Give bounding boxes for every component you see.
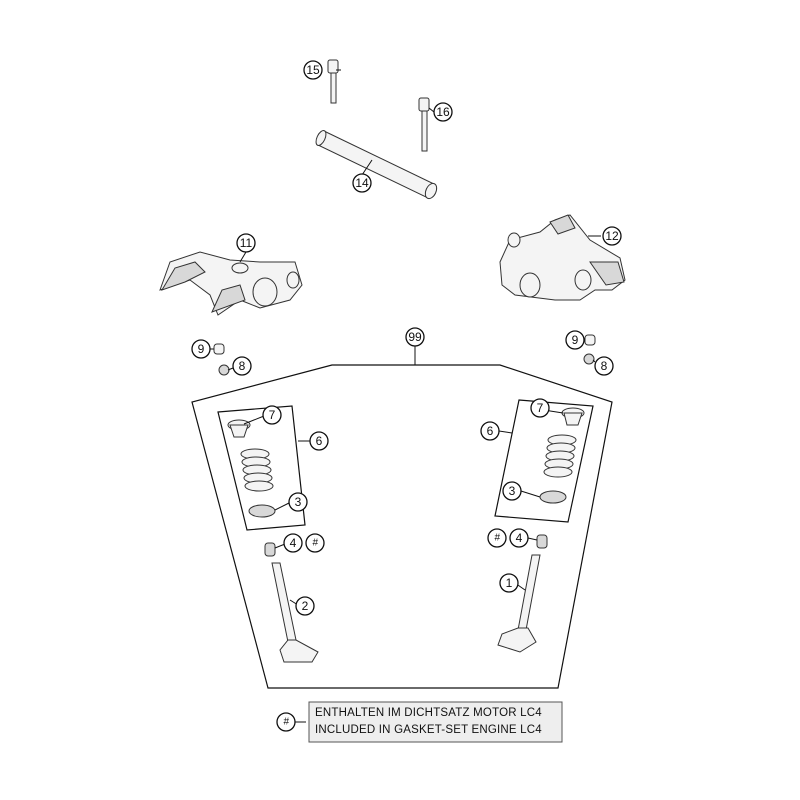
valve-stem-seal-4-right bbox=[536, 534, 548, 549]
svg-text:99: 99 bbox=[408, 330, 422, 344]
callout-15: 15 bbox=[303, 60, 323, 80]
callout-12: 12 bbox=[602, 226, 622, 246]
svg-text:9: 9 bbox=[572, 333, 579, 347]
callout-8-right: 8 bbox=[594, 356, 614, 376]
callout-7-left: 7 bbox=[262, 405, 282, 425]
spring-kit-box-right bbox=[494, 399, 594, 523]
callout-16: 16 bbox=[433, 102, 453, 122]
valve-1 bbox=[497, 554, 541, 653]
svg-text:12: 12 bbox=[605, 229, 619, 243]
callout-99: 99 bbox=[405, 327, 425, 347]
legend-symbol: # bbox=[276, 712, 296, 732]
callout-1: 1 bbox=[499, 573, 519, 593]
svg-text:4: 4 bbox=[516, 531, 523, 545]
valve-2 bbox=[271, 562, 319, 663]
nut-8-left bbox=[218, 364, 230, 376]
legend-box bbox=[308, 701, 563, 743]
callout-2: 2 bbox=[295, 596, 315, 616]
legend-line-2: INCLUDED IN GASKET-SET ENGINE LC4 bbox=[315, 724, 542, 736]
svg-text:9: 9 bbox=[198, 342, 205, 356]
svg-text:14: 14 bbox=[355, 176, 369, 190]
svg-text:6: 6 bbox=[316, 434, 323, 448]
svg-text:15: 15 bbox=[306, 63, 320, 77]
legend-line-1: ENTHALTEN IM DICHTSATZ MOTOR LC4 bbox=[315, 707, 542, 719]
adjuster-9-left bbox=[213, 343, 225, 355]
screw-15 bbox=[327, 59, 339, 104]
svg-text:8: 8 bbox=[239, 359, 246, 373]
svg-text:3: 3 bbox=[295, 495, 302, 509]
svg-text:#: # bbox=[312, 538, 318, 549]
callout-7-right: 7 bbox=[530, 398, 550, 418]
valve-stem-seal-4-left bbox=[264, 542, 276, 557]
rocker-shaft-14 bbox=[315, 130, 438, 200]
nut-8-right bbox=[583, 353, 595, 365]
callout-4-left: 4 bbox=[283, 533, 303, 553]
callout-11: 11 bbox=[236, 233, 256, 253]
callout-6-left: 6 bbox=[309, 431, 329, 451]
svg-text:16: 16 bbox=[436, 105, 450, 119]
adjuster-9-right bbox=[584, 334, 596, 346]
svg-text:#: # bbox=[283, 717, 289, 728]
leader-lines bbox=[210, 69, 601, 723]
valve-spring-left bbox=[240, 448, 274, 492]
callout-hash-left: # bbox=[305, 533, 325, 553]
svg-text:4: 4 bbox=[290, 536, 297, 550]
svg-text:11: 11 bbox=[240, 236, 253, 250]
gasket-set-outline bbox=[191, 364, 613, 689]
callout-9-right: 9 bbox=[565, 330, 585, 350]
callout-14: 14 bbox=[352, 173, 372, 193]
svg-text:2: 2 bbox=[302, 599, 309, 613]
svg-text:8: 8 bbox=[601, 359, 608, 373]
valve-spring-right bbox=[543, 434, 577, 478]
callout-9-left: 9 bbox=[191, 339, 211, 359]
svg-text:7: 7 bbox=[537, 401, 544, 415]
rocker-arm-11 bbox=[159, 251, 303, 316]
svg-text:6: 6 bbox=[487, 424, 494, 438]
callout-hash-right: # bbox=[487, 528, 507, 548]
spring-seat-3-left bbox=[248, 504, 276, 518]
spring-seat-3-right bbox=[539, 490, 567, 504]
svg-text:3: 3 bbox=[509, 484, 516, 498]
valve-spring-retainer-7-right bbox=[561, 407, 585, 426]
screw-16 bbox=[418, 97, 430, 152]
svg-text:#: # bbox=[494, 533, 500, 544]
callout-6-right: 6 bbox=[480, 421, 500, 441]
rocker-arm-12 bbox=[499, 214, 626, 301]
valve-spring-retainer-7-left bbox=[227, 419, 251, 438]
svg-text:7: 7 bbox=[269, 408, 276, 422]
callout-8-left: 8 bbox=[232, 356, 252, 376]
callout-3-left: 3 bbox=[288, 492, 308, 512]
svg-text:1: 1 bbox=[506, 576, 513, 590]
callout-3-right: 3 bbox=[502, 481, 522, 501]
callout-4-right: 4 bbox=[509, 528, 529, 548]
